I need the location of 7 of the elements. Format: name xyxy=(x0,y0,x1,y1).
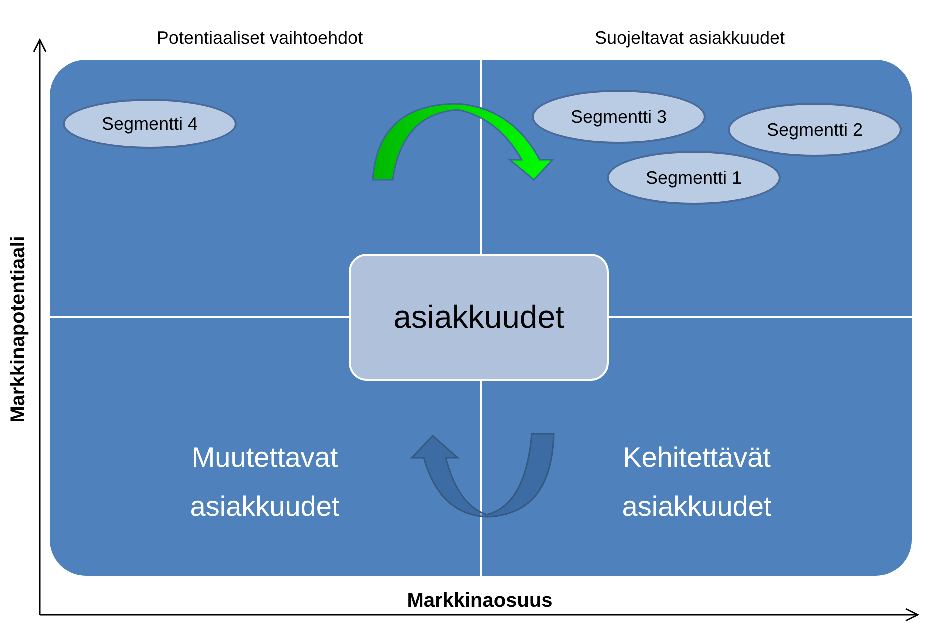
quadrant-label: Suojeltavat asiakkuudet xyxy=(594,28,786,49)
quadrant-label: Muutettavat asiakkuudet xyxy=(189,441,341,524)
quadrant-label: Kehitettävät asiakkuudet xyxy=(621,441,773,524)
quadrant-label: Potentiaaliset vaihtoehdot xyxy=(156,28,364,49)
axis-title: Markkinaosuus xyxy=(406,590,554,613)
center-box: asiakkuudet xyxy=(349,254,609,381)
axis-title: Markkinapotentiaali xyxy=(8,235,30,425)
